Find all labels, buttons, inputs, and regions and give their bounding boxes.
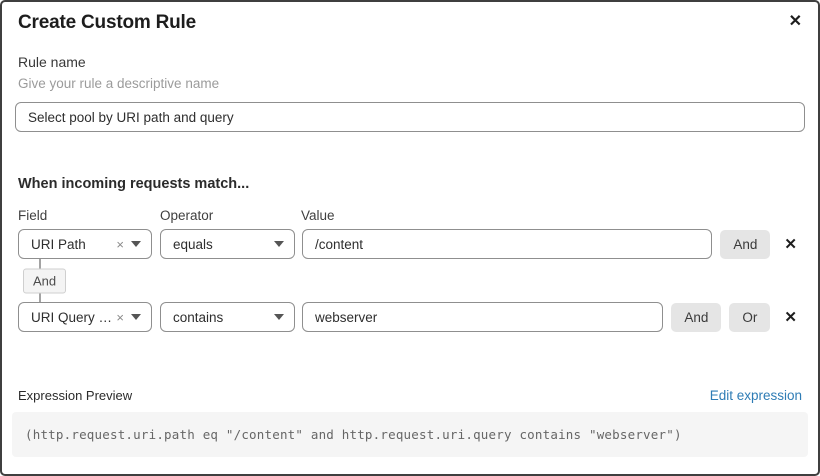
clear-icon[interactable]: × xyxy=(116,309,124,325)
operator-select-value: equals xyxy=(173,236,213,252)
field-select[interactable]: URI Path × xyxy=(18,229,152,259)
close-icon[interactable]: ✕ xyxy=(788,13,802,30)
delete-row-icon[interactable]: ✕ xyxy=(784,308,797,326)
expression-code: (http.request.uri.path eq "/content" and… xyxy=(12,412,808,457)
delete-row-icon[interactable]: ✕ xyxy=(784,235,797,253)
field-select[interactable]: URI Query St... × xyxy=(18,302,152,332)
and-button[interactable]: And xyxy=(720,229,771,259)
field-column-label: Field xyxy=(18,208,48,223)
page-title: Create Custom Rule xyxy=(18,12,196,33)
operator-select-value: contains xyxy=(173,309,224,325)
connector-and-badge: And xyxy=(23,268,67,293)
modal-header: Create Custom Rule ✕ xyxy=(18,12,802,34)
expression-section: Expression Preview Edit expression (http… xyxy=(12,388,808,457)
condition-row-1: URI Path × equals And ✕ xyxy=(18,229,802,259)
rule-name-input[interactable] xyxy=(15,102,805,132)
field-select-value: URI Query St... xyxy=(31,309,117,325)
chevron-down-icon xyxy=(274,314,284,320)
match-section: When incoming requests match... Field Op… xyxy=(18,176,802,332)
operator-select[interactable]: equals xyxy=(160,229,295,259)
chevron-down-icon xyxy=(274,241,284,247)
condition-row-2: URI Query St... × contains And Or ✕ xyxy=(18,302,802,332)
operator-select[interactable]: contains xyxy=(160,302,295,332)
clear-icon[interactable]: × xyxy=(116,236,124,252)
and-button[interactable]: And xyxy=(671,302,722,332)
expression-preview-label: Expression Preview xyxy=(18,388,133,403)
field-select-value: URI Path xyxy=(31,236,86,252)
expression-header: Expression Preview Edit expression xyxy=(18,388,802,403)
rule-name-label: Rule name xyxy=(18,54,86,70)
condition-connector: And xyxy=(18,259,802,302)
value-input[interactable] xyxy=(302,302,664,332)
or-button[interactable]: Or xyxy=(729,302,771,332)
operator-column-label: Operator xyxy=(160,208,214,223)
rule-name-hint: Give your rule a descriptive name xyxy=(18,76,220,91)
column-labels: Field Operator Value xyxy=(18,208,802,223)
edit-expression-link[interactable]: Edit expression xyxy=(709,388,802,403)
value-column-label: Value xyxy=(301,208,335,223)
chevron-down-icon xyxy=(131,241,141,247)
chevron-down-icon xyxy=(131,314,141,320)
rule-name-section: Rule name Give your rule a descriptive n… xyxy=(15,54,805,132)
match-heading: When incoming requests match... xyxy=(18,176,250,192)
value-input[interactable] xyxy=(302,229,713,259)
